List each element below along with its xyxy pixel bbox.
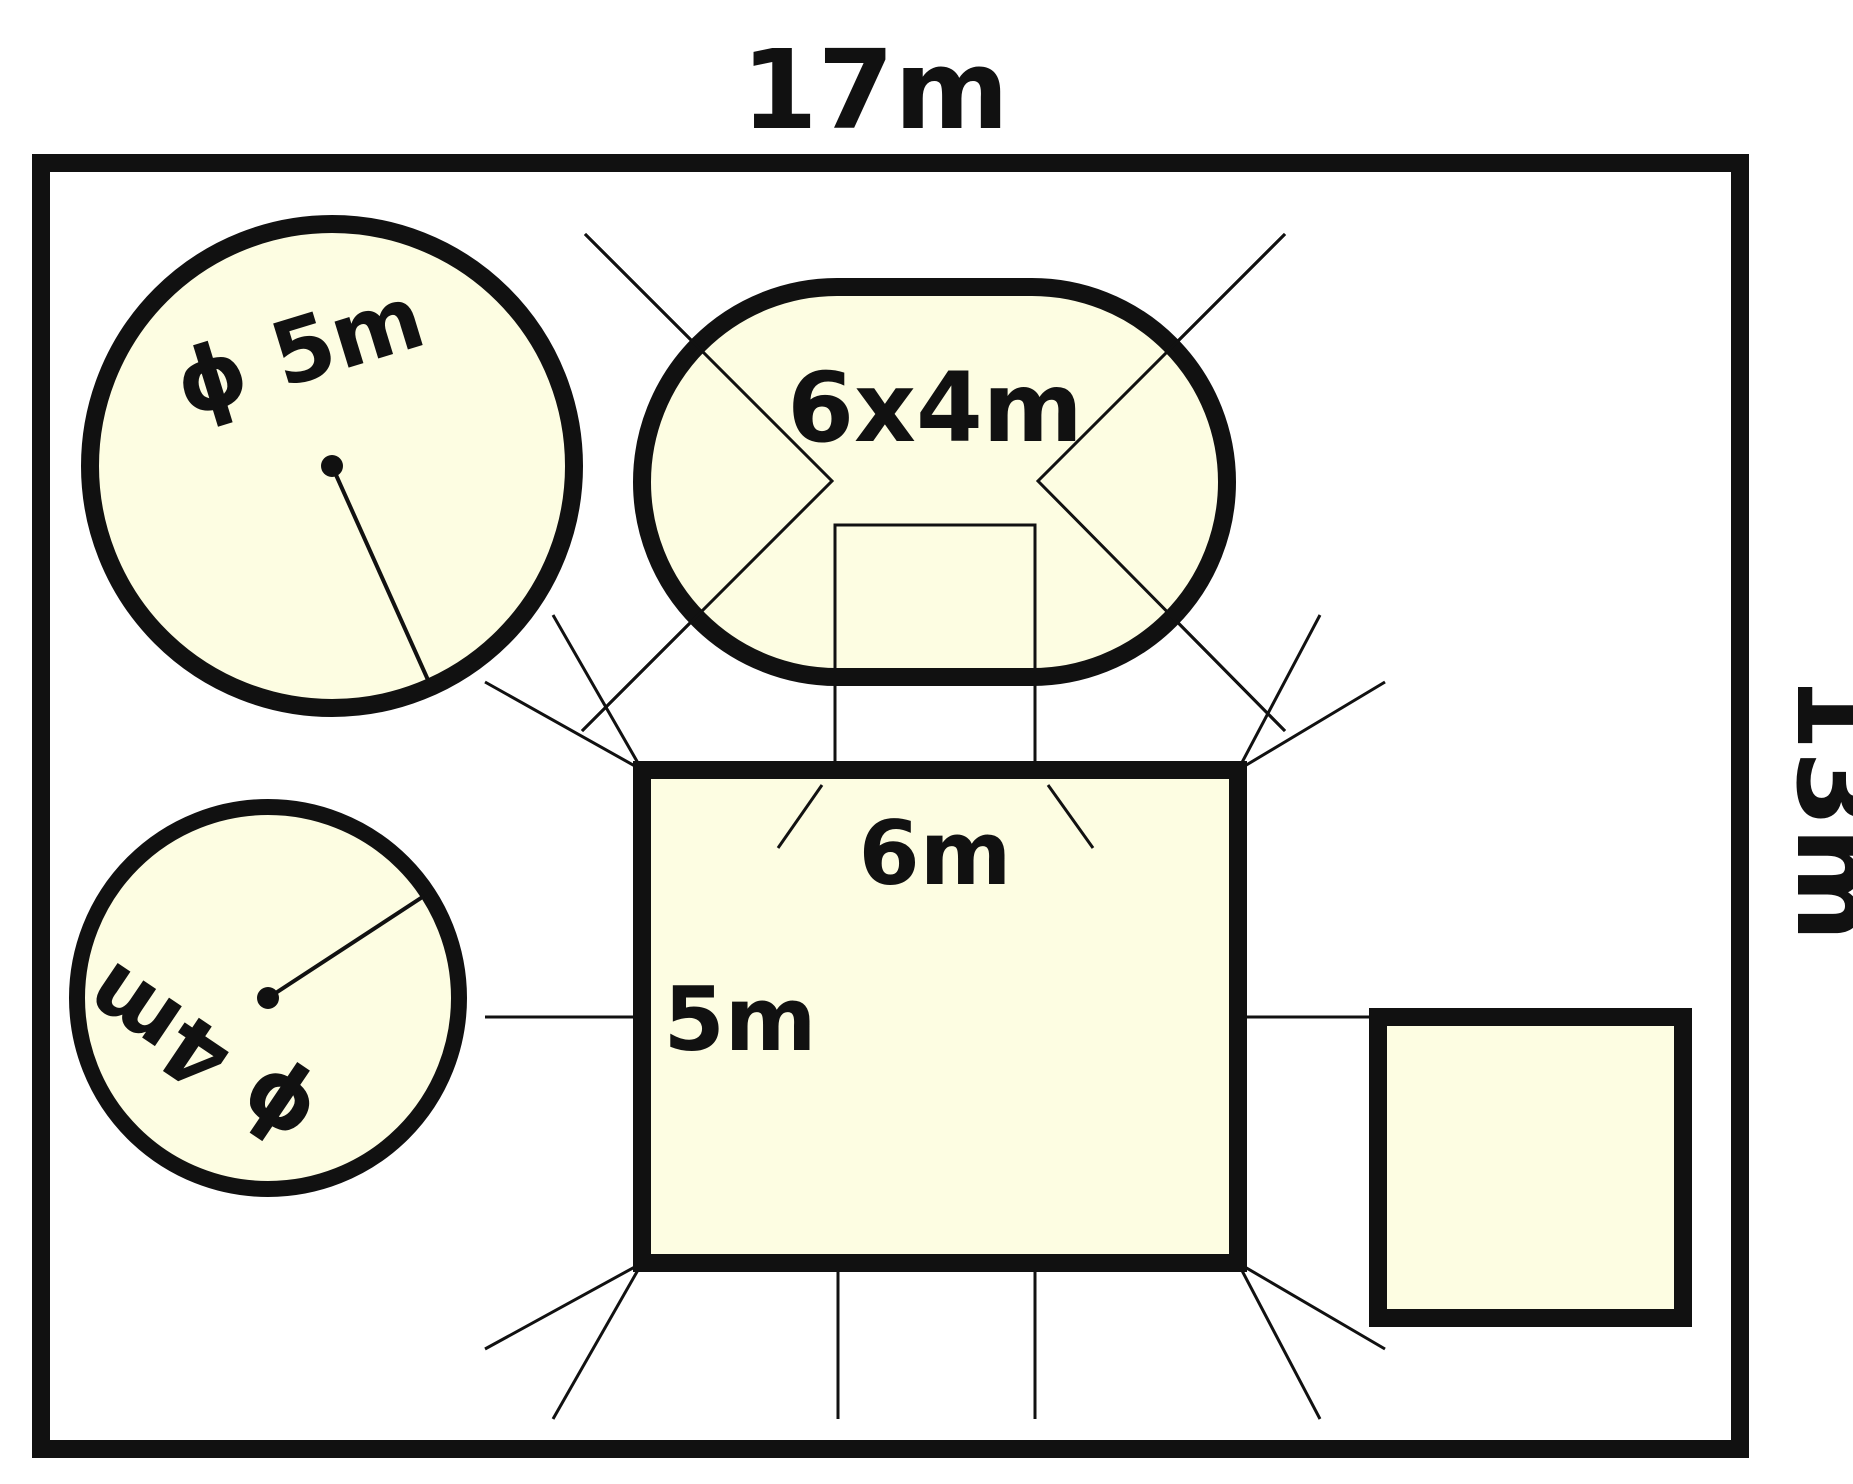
- line-br-b: [1236, 1262, 1322, 1420]
- line-tl-b: [551, 614, 644, 771]
- small-square: [1369, 1008, 1692, 1327]
- line-bl-b: [551, 1262, 644, 1420]
- line-bl-a: [484, 1261, 643, 1351]
- line-tl-a: [484, 680, 643, 772]
- small-circle-radius: [266, 894, 426, 1000]
- line-tr-a: [1237, 680, 1386, 772]
- line-br-a: [1237, 1261, 1386, 1351]
- large-circle-radius: [330, 465, 430, 681]
- square-height-label: 5m: [664, 968, 817, 1071]
- large-circle-center: [321, 455, 343, 477]
- central-square: [633, 761, 1247, 1272]
- width-dimension-label: 17m: [741, 26, 1009, 154]
- oval-shape: [633, 278, 1236, 686]
- height-dimension-label: 13m: [1772, 674, 1853, 942]
- oval-label: 6x4m: [787, 352, 1083, 464]
- small-circle-center: [257, 987, 279, 1009]
- line-tr-b: [1236, 614, 1322, 771]
- square-width-label: 6m: [859, 802, 1012, 905]
